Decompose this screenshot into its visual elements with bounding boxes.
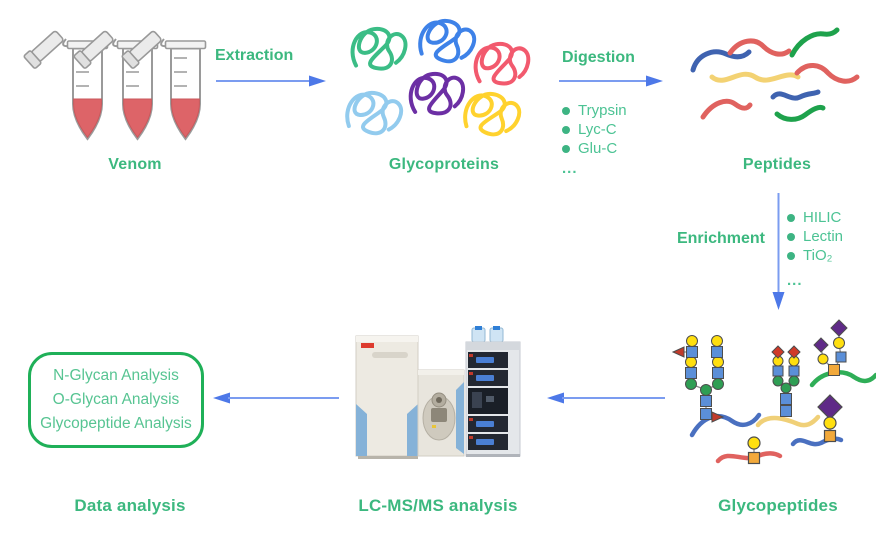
- stage-label-lcms: LC-MS/MS analysis: [358, 496, 518, 515]
- solvent-bottle: [489, 327, 504, 343]
- stage-label-peptides: Peptides: [742, 156, 812, 173]
- method-label: Lectin: [803, 228, 844, 245]
- o-glycan-structure-top: [813, 319, 848, 376]
- peptide-strand: [789, 27, 840, 58]
- bullet-dot-icon: [562, 125, 570, 134]
- bullet-dot-icon: [787, 251, 795, 260]
- peptide-strand: [794, 63, 860, 84]
- peptide-strand: [774, 104, 826, 122]
- mass-spectrometer-icon: [355, 326, 521, 459]
- enrichment-method-list: HILIC Lectin TiO₂: [787, 208, 843, 265]
- method-label: HILIC: [803, 209, 842, 226]
- solvent-bottle: [471, 327, 486, 343]
- list-item: Trypsin: [562, 101, 627, 120]
- digestion-arrow-icon: [559, 75, 663, 87]
- peptide-strand: [709, 71, 801, 83]
- extraction-step-label: Extraction: [215, 47, 294, 64]
- analysis-summary-box: N-Glycan Analysis O-Glycan Analysis Glyc…: [28, 352, 204, 448]
- list-item: TiO₂: [787, 246, 843, 265]
- brand-logo: [361, 343, 374, 348]
- venom-tubes-icon: [22, 27, 207, 140]
- o-glycan-structure-bottom: [747, 436, 761, 465]
- list-item: Lyc-C: [562, 120, 627, 139]
- stage-label-data-analysis: Data analysis: [74, 496, 186, 515]
- lcms-to-data-arrow-icon: [213, 392, 339, 404]
- n-glycan-structure: [671, 335, 725, 423]
- analysis-box-item: N-Glycan Analysis: [53, 367, 179, 384]
- list-item: Lectin: [787, 227, 843, 246]
- list-item: HILIC: [787, 208, 843, 227]
- peptide-strand: [770, 89, 821, 101]
- list-item: Glu-C: [562, 139, 627, 158]
- method-label: TiO₂: [803, 247, 833, 264]
- digestion-step-label: Digestion: [562, 49, 635, 66]
- stage-label-venom: Venom: [108, 156, 162, 173]
- stage-label-glycoproteins: Glycoproteins: [388, 156, 500, 173]
- o-glycan-structure-right: [817, 394, 843, 443]
- bullet-dot-icon: [787, 232, 795, 241]
- bullet-dot-icon: [787, 213, 795, 222]
- sialo-glycan-structure: [771, 345, 801, 417]
- glycopeptides-icon: [671, 319, 876, 465]
- bullet-dot-icon: [562, 144, 570, 153]
- glycopeptides-to-lcms-arrow-icon: [547, 392, 665, 404]
- extraction-arrow-icon: [216, 75, 326, 87]
- peptide-strand: [690, 49, 752, 73]
- more-indicator: ...: [562, 160, 578, 177]
- method-label: Lyc-C: [578, 121, 617, 138]
- more-indicator: ...: [787, 272, 803, 289]
- stage-label-glycopeptides: Glycopeptides: [718, 496, 838, 515]
- analysis-box-item: O-Glycan Analysis: [52, 391, 180, 408]
- analysis-box-item: Glycopeptide Analysis: [40, 415, 192, 432]
- hplc-modules: [468, 352, 508, 450]
- digestion-method-list: Trypsin Lyc-C Glu-C: [562, 101, 627, 158]
- enrichment-arrow-icon: [772, 193, 785, 310]
- peptides-icon: [690, 27, 860, 122]
- glycoproteins-icon: [343, 16, 533, 140]
- method-label: Glu-C: [578, 140, 618, 157]
- peptide-strand: [727, 38, 792, 57]
- bullet-dot-icon: [562, 106, 570, 115]
- method-label: Trypsin: [578, 102, 627, 119]
- enrichment-step-label: Enrichment: [676, 230, 765, 247]
- peptide-strand: [700, 98, 753, 120]
